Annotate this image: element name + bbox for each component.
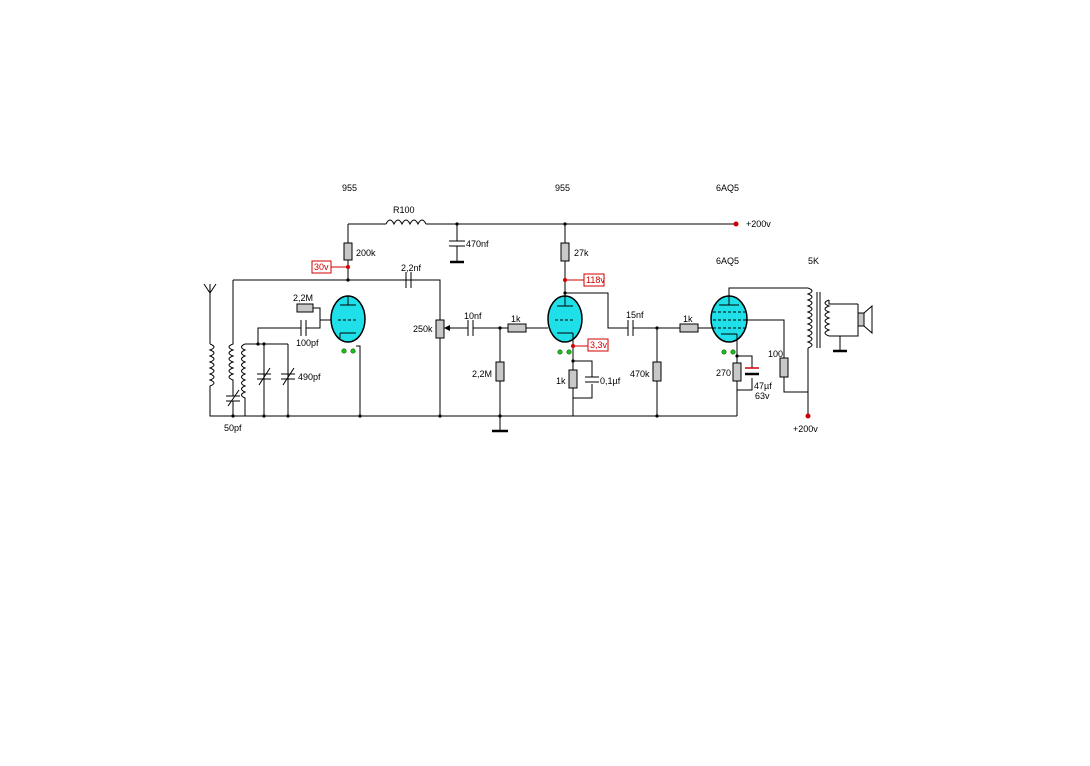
resistor-1k-cathode-label: 1k bbox=[556, 376, 566, 386]
transformer-core bbox=[816, 292, 821, 348]
cap-15nf-label: 15nf bbox=[626, 310, 644, 320]
tube1-plate bbox=[340, 296, 356, 306]
tube1-heater-pin bbox=[341, 348, 347, 354]
tube2-heater-pin bbox=[557, 349, 563, 355]
resistor-1k-grid3 bbox=[679, 323, 699, 333]
tube3-cathode bbox=[721, 333, 738, 350]
resistor-200k bbox=[343, 242, 353, 261]
wire bbox=[783, 377, 808, 393]
transformer-label: 5K bbox=[808, 256, 819, 266]
tube3-label: 6AQ5 bbox=[716, 183, 739, 193]
junction bbox=[262, 414, 266, 418]
resistor-270-label: 270 bbox=[716, 368, 731, 378]
tube3-grids bbox=[713, 311, 745, 329]
test-point bbox=[346, 265, 350, 269]
cap-100pf-label: 100pf bbox=[296, 338, 319, 348]
junction bbox=[286, 414, 290, 418]
tube2-plate bbox=[557, 296, 573, 307]
resistor-100 bbox=[779, 357, 789, 378]
speaker-icon bbox=[857, 312, 865, 327]
junction bbox=[358, 414, 362, 418]
tuning-cap-490pf-label: 490pf bbox=[298, 372, 321, 382]
supply-top-label: +200v bbox=[746, 219, 771, 229]
resistor-470k bbox=[652, 361, 662, 382]
tube1-cathode-return bbox=[356, 345, 361, 416]
voltage-badge-3-3v bbox=[587, 338, 609, 352]
cap-2-2nf-label: 2,2nf bbox=[401, 263, 422, 273]
tube2-label: 955 bbox=[555, 183, 570, 193]
wiper-arrow-icon bbox=[444, 325, 450, 331]
test-point bbox=[563, 278, 567, 282]
cap-470nf-label: 470nf bbox=[466, 239, 489, 249]
plate-to-transformer-wire bbox=[728, 287, 808, 296]
resistor-270 bbox=[732, 362, 742, 382]
voltage-badge-118v bbox=[583, 273, 605, 287]
resistor-1k-grid2-label: 1k bbox=[511, 314, 521, 324]
voltage-118v: 118v bbox=[586, 275, 605, 285]
supply-terminal-bottom bbox=[805, 413, 811, 419]
test-point bbox=[571, 344, 575, 348]
resistor-2-2m-grid-label: 2,2M bbox=[293, 293, 313, 303]
cap-10nf-label: 10nf bbox=[464, 311, 482, 321]
grid-network-wires bbox=[257, 307, 331, 344]
tube3-heater-pin bbox=[721, 349, 727, 355]
tube3-second-label: 6AQ5 bbox=[716, 256, 739, 266]
resistor-2-2m-grid bbox=[296, 303, 314, 313]
resistor-200k-label: 200k bbox=[356, 248, 376, 258]
cathode-bypass-wires bbox=[736, 355, 753, 416]
tuning-coil bbox=[241, 343, 247, 416]
tuning-cap-490pf bbox=[281, 367, 295, 386]
voltage-30v: 30v bbox=[314, 262, 329, 272]
speaker-wires bbox=[828, 300, 859, 350]
tube3-plate bbox=[719, 296, 739, 306]
tube1-label: 955 bbox=[342, 183, 357, 193]
supply-terminal-top bbox=[733, 221, 739, 227]
tube2-heater-pin bbox=[566, 349, 572, 355]
resistor-1k-grid3-label: 1k bbox=[683, 314, 693, 324]
cap-0-1uf bbox=[572, 360, 599, 416]
choke-r100-label: R100 bbox=[393, 205, 415, 215]
tube1-cathode bbox=[339, 332, 356, 338]
tank-wires bbox=[245, 343, 289, 416]
junction bbox=[231, 414, 235, 418]
trimmer-cap bbox=[257, 367, 271, 386]
supply-bottom-label: +200v bbox=[793, 424, 818, 434]
junction bbox=[438, 414, 442, 418]
tube2-cathode bbox=[557, 332, 574, 338]
screen-wire bbox=[745, 319, 785, 358]
voltage-3-3v: 3,3v bbox=[590, 340, 608, 350]
coupling-coil bbox=[228, 280, 235, 396]
tube3-heater-pin bbox=[730, 349, 736, 355]
voltage-badge-30v bbox=[311, 260, 332, 274]
cap-470nf bbox=[449, 224, 465, 261]
speaker-cone-icon bbox=[863, 304, 873, 335]
potentiometer-250k[interactable] bbox=[435, 319, 445, 339]
cap-15nf bbox=[565, 292, 680, 336]
tube1-heater-pin bbox=[350, 348, 356, 354]
cap-63v-label: 63v bbox=[755, 391, 770, 401]
resistor-27k bbox=[560, 242, 570, 262]
antenna-cap-50pf-label: 50pf bbox=[224, 423, 242, 433]
choke-r100 bbox=[385, 219, 427, 226]
junction bbox=[262, 342, 266, 346]
resistor-470k-label: 470k bbox=[630, 369, 650, 379]
antenna-coil bbox=[208, 343, 737, 417]
transformer-primary bbox=[806, 287, 813, 349]
cap-47uf-label: 47µf bbox=[754, 381, 772, 391]
resistor-27k-label: 27k bbox=[574, 248, 589, 258]
resistor-2-2m-stage2-label: 2,2M bbox=[472, 369, 492, 379]
resistor-2-2m-stage2 bbox=[495, 361, 505, 382]
resistor-1k-grid2 bbox=[507, 323, 527, 333]
cap-10nf bbox=[447, 320, 508, 336]
junction bbox=[655, 414, 659, 418]
junction bbox=[256, 342, 260, 346]
cap-0-1uf-label: 0,1µf bbox=[600, 376, 621, 386]
transformer-secondary bbox=[824, 299, 831, 337]
potentiometer-250k-label: 250k bbox=[413, 324, 433, 334]
antenna-icon bbox=[203, 283, 217, 344]
junction bbox=[563, 222, 567, 226]
resistor-1k-cathode bbox=[568, 369, 578, 389]
resistor-100-label: 100 bbox=[768, 349, 783, 359]
